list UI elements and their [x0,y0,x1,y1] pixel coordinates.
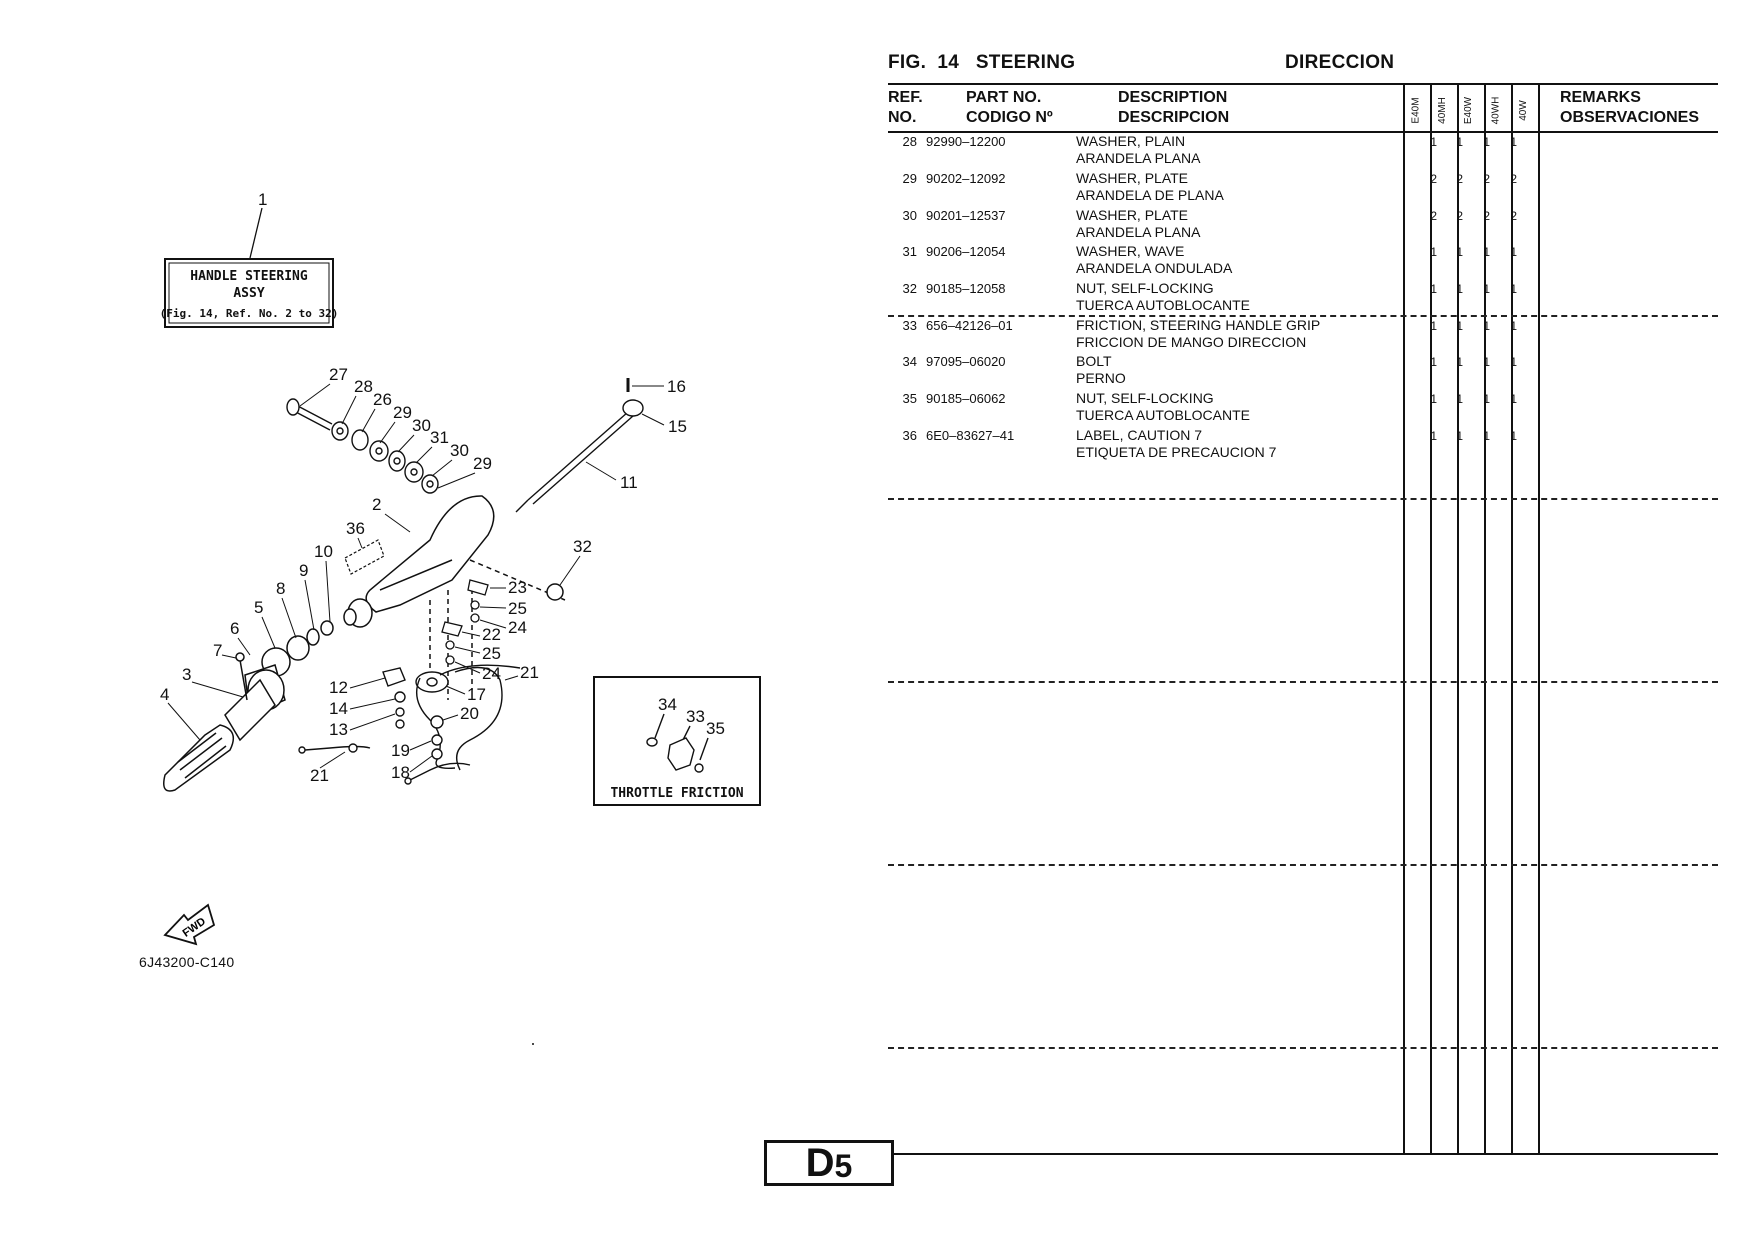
handle-body [343,495,566,700]
throttle-friction-inset [593,676,761,806]
section-divider-4 [888,864,1718,866]
callout-10: 10 [314,542,333,561]
caution-label-shape [344,539,385,575]
steering-exploded-view: 1 HANDLE STEERING ASSY (Fig. 14, Ref. No… [160,190,761,1045]
col-rule-3 [1457,83,1459,1155]
callout-13: 13 [329,720,348,739]
throttle-rod [515,399,644,513]
figure-title-es: DIRECCION [1285,52,1395,73]
callout-25b: 25 [482,644,501,663]
callout-1: 1 [258,190,267,209]
model-header-40wh: 40WH [1490,96,1502,124]
callout-8: 8 [276,579,285,598]
callout-26: 26 [373,390,392,409]
section-divider-3 [888,681,1718,683]
header-part-no: PART NO.CODIGO Nº [966,89,1053,126]
fwd-arrow: FWD [163,903,216,946]
callout-30b: 30 [450,441,469,460]
callout-24b: 24 [482,664,501,683]
section-divider-2 [888,498,1718,500]
header-ref: REF.NO. [888,89,923,126]
callout-11: 11 [620,473,638,492]
col-rule-6 [1538,83,1540,1155]
callout-25: 25 [508,599,527,618]
callout-19: 19 [391,741,410,760]
callout-22: 22 [482,625,501,644]
callout-9: 9 [299,561,308,580]
callout-36: 36 [346,519,365,538]
grip-parts [163,620,334,792]
bolt-washer-stack [286,398,439,494]
callout-34: 34 [658,695,677,714]
callout-7: 7 [213,641,222,660]
model-header-40mh: 40MH [1436,96,1448,124]
callout-24: 24 [508,618,527,637]
callout-27: 27 [329,365,348,384]
callout-21: 21 [520,663,539,682]
figure-label: FIG. 14 STEERING [888,52,1076,73]
model-header-e40w: E40W [1463,96,1475,124]
throttle-linkage [298,664,521,785]
callout-21b: 21 [310,766,329,785]
callout-23: 23 [508,578,527,597]
callout-3: 3 [182,665,191,684]
inset-label: THROTTLE FRICTION [610,786,743,801]
callout-16: 16 [667,377,686,396]
col-rule-5 [1511,83,1513,1155]
assy-box-line-3: (Fig. 14, Ref. No. 2 to 32) [160,307,339,320]
callout-14: 14 [329,699,348,718]
section-divider-1 [888,315,1718,317]
section-divider-5 [888,1047,1718,1049]
col-rule-4 [1484,83,1486,1155]
callout-4: 4 [160,685,169,704]
table-header-rule [888,131,1718,133]
callout-18: 18 [391,763,410,782]
callout-32: 32 [573,537,592,556]
table-bottom-rule [888,1153,1718,1155]
drawing-code: 6J43200-C140 [139,954,235,970]
callout-35: 35 [706,719,725,738]
callout-29: 29 [393,403,412,422]
callout-12: 12 [329,678,348,697]
exploded-diagram: 1 HANDLE STEERING ASSY (Fig. 14, Ref. No… [0,0,860,1240]
assy-box [164,258,334,328]
callout-6: 6 [230,619,239,638]
callout-31: 31 [430,428,449,447]
callout-15: 15 [668,417,687,436]
callout-33: 33 [686,707,705,726]
col-rule-2 [1430,83,1432,1155]
callout-5: 5 [254,598,263,617]
table-top-rule [888,83,1718,85]
callout-30: 30 [412,416,431,435]
callout-29b: 29 [473,454,492,473]
callout-2: 2 [372,495,381,514]
assy-box-line-1: HANDLE STEERING [190,269,308,284]
model-header-e40m: E40M [1410,96,1422,124]
callout-28: 28 [354,377,373,396]
link-hardware [441,579,489,665]
callout-20: 20 [460,704,479,723]
model-header-40w: 40W [1517,99,1529,121]
col-rule-1 [1403,83,1405,1155]
assy-box-line-2: ASSY [233,286,264,301]
callout-17: 17 [467,685,486,704]
